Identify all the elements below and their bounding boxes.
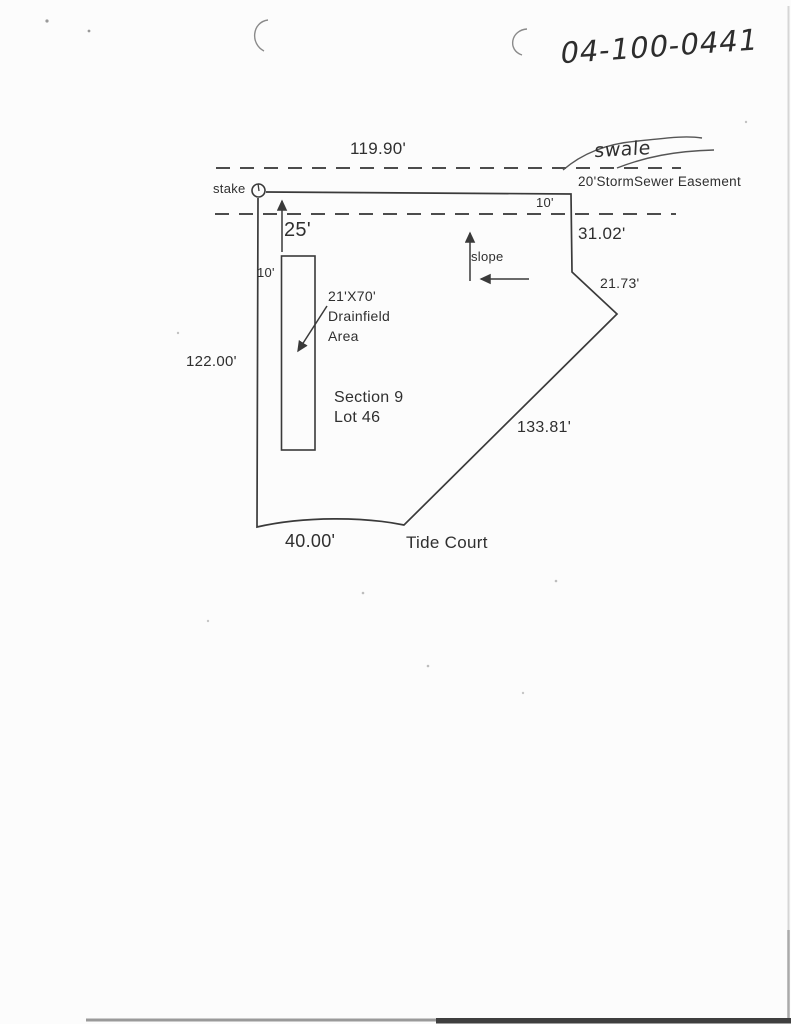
dimension-east-boundary: 31.02': [578, 224, 626, 243]
dimension-frontage: 40.00': [285, 531, 336, 551]
dimension-north-boundary: 119.90': [350, 139, 407, 158]
section-label: Section 9: [334, 389, 404, 406]
slope-label: slope: [471, 249, 504, 264]
dimension-short-diagonal: 21.73': [600, 275, 640, 291]
dimension-west-boundary: 122.00': [186, 353, 237, 370]
drainfield-rectangle: [280, 255, 316, 451]
street-name-label: Tide Court: [406, 533, 488, 552]
storm-sewer-easement-label: 20'StormSewer Easement: [578, 174, 741, 189]
dimension-long-diagonal: 133.81': [517, 419, 572, 436]
offset-label-left: 10': [257, 265, 275, 280]
property-boundary-line: [256, 191, 619, 529]
swale-hand-stroke-upper: [562, 136, 703, 171]
setback-dimension-label: 25': [284, 219, 311, 241]
lot-label: Lot 46: [334, 409, 381, 426]
drainfield-area-label: Area: [328, 328, 359, 344]
scan-edge-bottom-right: [436, 1018, 791, 1024]
drainfield-pointer-arrow: [297, 305, 328, 353]
scan-arc-artifact-left: [254, 19, 269, 52]
offset-label-top-right: 10': [536, 195, 554, 210]
drainfield-name-label: Drainfield: [328, 308, 391, 324]
scan-specks: [45, 19, 748, 695]
stake-label: stake: [213, 181, 246, 196]
drainfield-note: 21'X70' Drainfield Area: [328, 286, 390, 346]
swale-hand-stroke-lower: [616, 149, 715, 169]
scan-arc-artifact-right: [512, 28, 528, 56]
swale-label: swale: [593, 137, 652, 163]
drainfield-size-label: 21'X70': [328, 288, 376, 304]
stake-marker-tick: [257, 183, 260, 192]
scan-edge-bottom-left: [86, 1018, 436, 1022]
